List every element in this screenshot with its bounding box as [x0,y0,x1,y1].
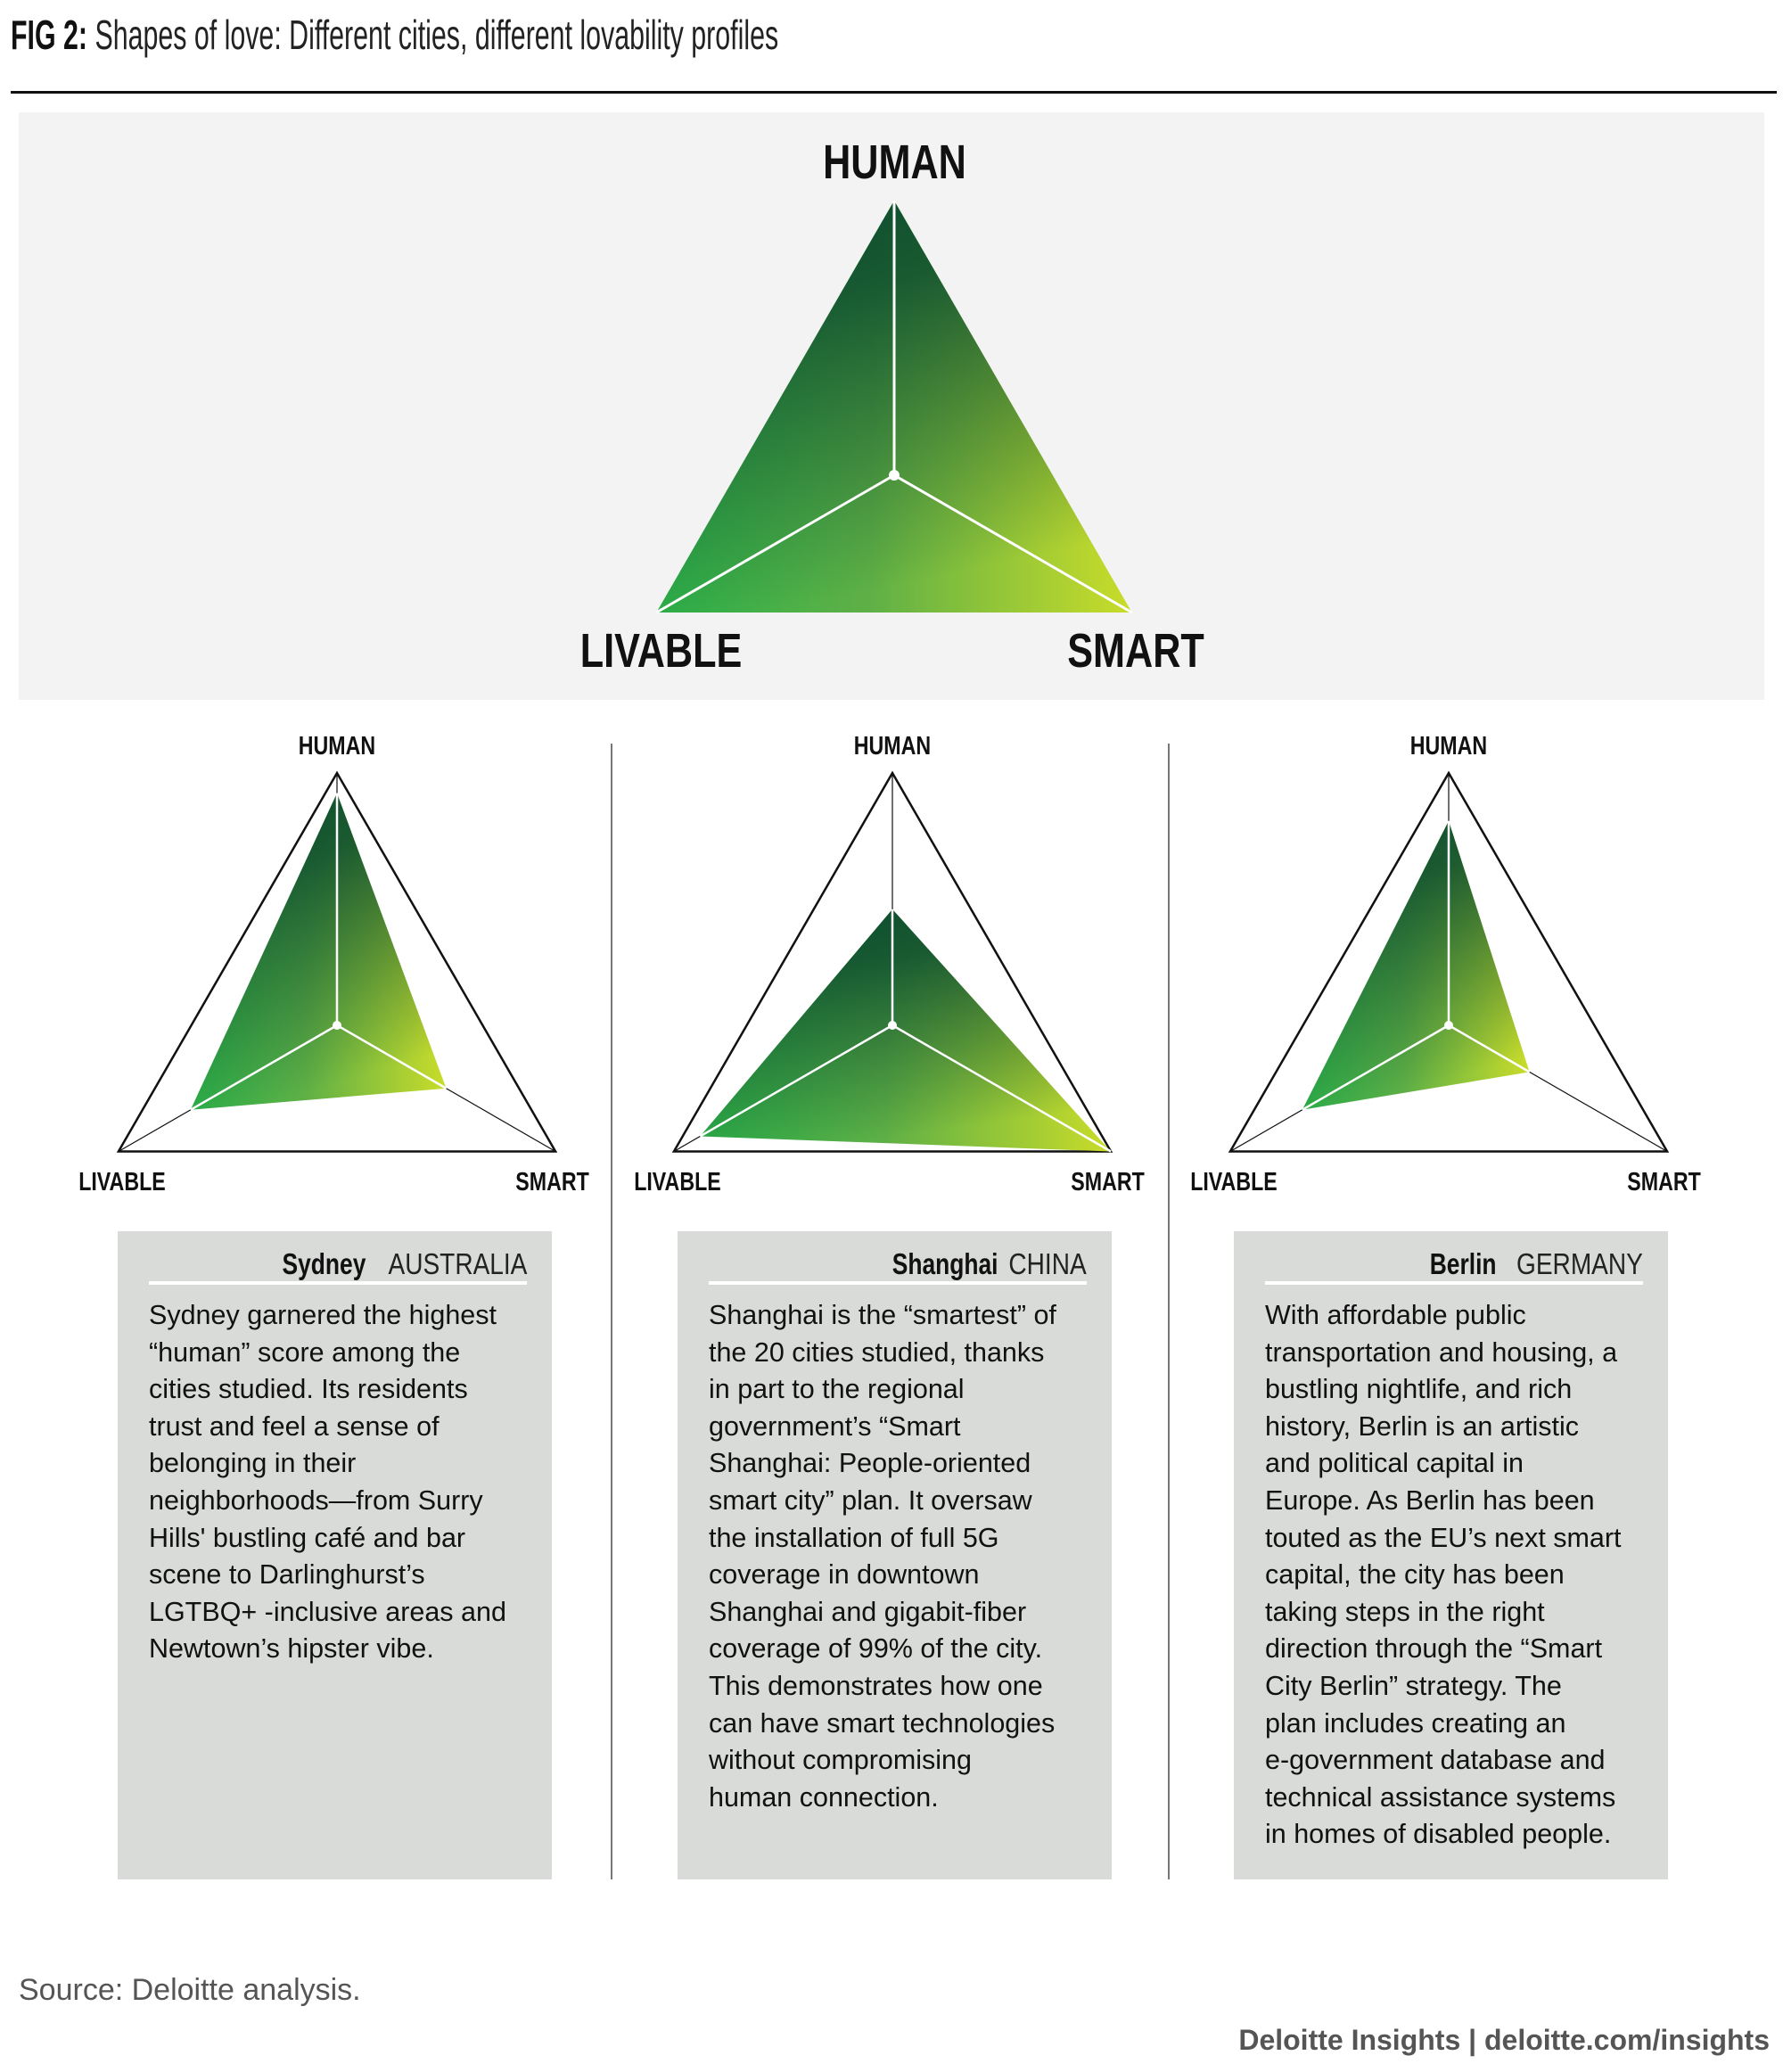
footer-credit: Deloitte Insights | deloitte.com/insight… [1238,2024,1770,2056]
shanghai-label-livable: LIVABLE [634,1168,721,1196]
sydney-label-smart: SMART [515,1168,590,1196]
description-line: Newtown’s hipster vibe. [149,1633,434,1665]
score-point-livable [655,473,895,614]
description-line: neighborhoods—from Surry [149,1484,483,1516]
score-point-smart [893,473,1133,614]
city-name: Shanghai [892,1247,998,1280]
city-card-berlin: Berlin GERMANY With affordable public tra… [1234,1231,1668,1879]
berlin-score-shade [1302,820,1530,1110]
ref-label-livable: LIVABLE [579,624,742,678]
description-line: human connection. [709,1781,939,1813]
outer-triangle [1228,770,1670,1153]
header-underline [149,1281,527,1285]
ref-label-human: HUMAN [822,136,966,189]
figure-title-text: Shapes of love: Different cities, differ… [94,12,779,58]
description-line: scene to Darlinghurst’s [149,1559,425,1591]
city-name: Berlin [1430,1247,1497,1280]
description-line: the installation of full 5G [709,1522,999,1553]
score-point-smart [336,1024,448,1089]
description-line: plan includes creating an [1265,1707,1566,1739]
center-dot [1444,1021,1453,1030]
description-line: Sydney garnered the highest [149,1300,497,1330]
score-point-livable [190,1024,338,1111]
sydney-label-livable: LIVABLE [78,1168,166,1196]
description-line: capital, the city has been [1265,1559,1565,1591]
country-name: AUSTRALIA [388,1247,527,1280]
berlin-label-livable: LIVABLE [1190,1168,1278,1196]
description-line: smart city” plan. It oversaw [709,1484,1032,1516]
city-card-shanghai: Shanghai CHINA Shanghai is the “smartest… [678,1231,1112,1879]
center-dot [333,1021,341,1030]
berlin-label-smart: SMART [1627,1168,1702,1196]
ref-label-smart: SMART [1067,624,1204,678]
score-point-smart [892,1024,1112,1153]
sydney-triangle-chart [116,770,558,1153]
score-point-livable [1302,1024,1450,1111]
description-line: can have smart technologies [709,1707,1056,1739]
description-line: bustling nightlife, and rich [1265,1374,1573,1405]
description-line: direction through the “Smart [1265,1633,1603,1665]
title-rule [11,91,1777,94]
description-line: taking steps in the right [1265,1596,1545,1627]
description-line: Shanghai: People-oriented [709,1448,1031,1479]
description-line: Hills' bustling café and bar [149,1522,466,1553]
description-line: cities studied. Its residents [149,1374,468,1405]
outer-triangle [671,770,1113,1153]
description-line: touted as the EU’s next smart [1265,1522,1622,1553]
score-point-smart [1448,1024,1531,1073]
description-line: “human” score among the [149,1336,461,1368]
city-card-header: Berlin GERMANY [1413,1247,1643,1281]
description-line: belonging in their [149,1448,357,1479]
description-line: Europe. As Berlin has been [1265,1484,1595,1516]
berlin-label-human: HUMAN [1409,732,1488,761]
city-description: With affordable public transportation and… [1265,1297,1622,1854]
city-name: Sydney [282,1247,366,1280]
shanghai-triangle-chart [671,770,1113,1153]
description-line: transportation and housing, a [1265,1336,1618,1368]
description-line: without compromising [709,1745,972,1776]
description-line: in homes of disabled people. [1265,1819,1612,1850]
description-line: government’s “Smart [709,1410,961,1442]
country-name: CHINA [1008,1247,1087,1280]
description-line: and political capital in [1265,1448,1524,1479]
description-line: e-government database and [1265,1745,1606,1776]
header-underline [1265,1281,1643,1285]
description-line: City Berlin” strategy. The [1265,1670,1562,1701]
city-description: Sydney garnered the highest “human” score… [149,1297,506,1668]
source-note: Source: Deloitte analysis. [19,1973,361,2007]
column-divider [611,744,612,1879]
reference-triangle-chart [655,201,1133,614]
city-card-header: Shanghai CHINA [866,1247,1087,1281]
description-line: LGTBQ+ -inclusive areas and [149,1596,506,1627]
figure-title: FIG 2: Shapes of love: Different cities,… [11,11,778,59]
description-line: With affordable public [1265,1300,1526,1330]
column-divider [1168,744,1170,1879]
description-line: the 20 cities studied, thanks [709,1336,1045,1368]
city-card-sydney: Sydney AUSTRALIA Sydney garnered the hig… [118,1231,552,1879]
description-line: coverage of 99% of the city. [709,1633,1043,1665]
city-description: Shanghai is the “smartest” of the 20 citi… [709,1297,1056,1816]
score-point-livable [699,1024,893,1138]
description-line: Shanghai is the “smartest” of [709,1300,1056,1330]
header-underline [709,1281,1087,1285]
shanghai-label-human: HUMAN [853,732,932,761]
description-line: Shanghai and gigabit-fiber [709,1596,1027,1627]
center-dot [889,470,900,481]
description-line: This demonstrates how one [709,1670,1043,1701]
center-dot [888,1021,897,1030]
city-card-header: Sydney AUSTRALIA [261,1247,527,1281]
sydney-label-human: HUMAN [298,732,376,761]
shanghai-label-smart: SMART [1071,1168,1146,1196]
country-name: GERMANY [1516,1247,1643,1280]
outer-triangle [116,770,558,1153]
berlin-triangle-chart [1228,770,1670,1153]
description-line: trust and feel a sense of [149,1410,440,1442]
figure-label: FIG 2: [11,12,88,58]
description-line: in part to the regional [709,1374,965,1405]
description-line: coverage in downtown [709,1559,980,1591]
description-line: history, Berlin is an artistic [1265,1410,1579,1442]
sydney-score-shade [190,793,447,1110]
description-line: technical assistance systems [1265,1781,1616,1813]
